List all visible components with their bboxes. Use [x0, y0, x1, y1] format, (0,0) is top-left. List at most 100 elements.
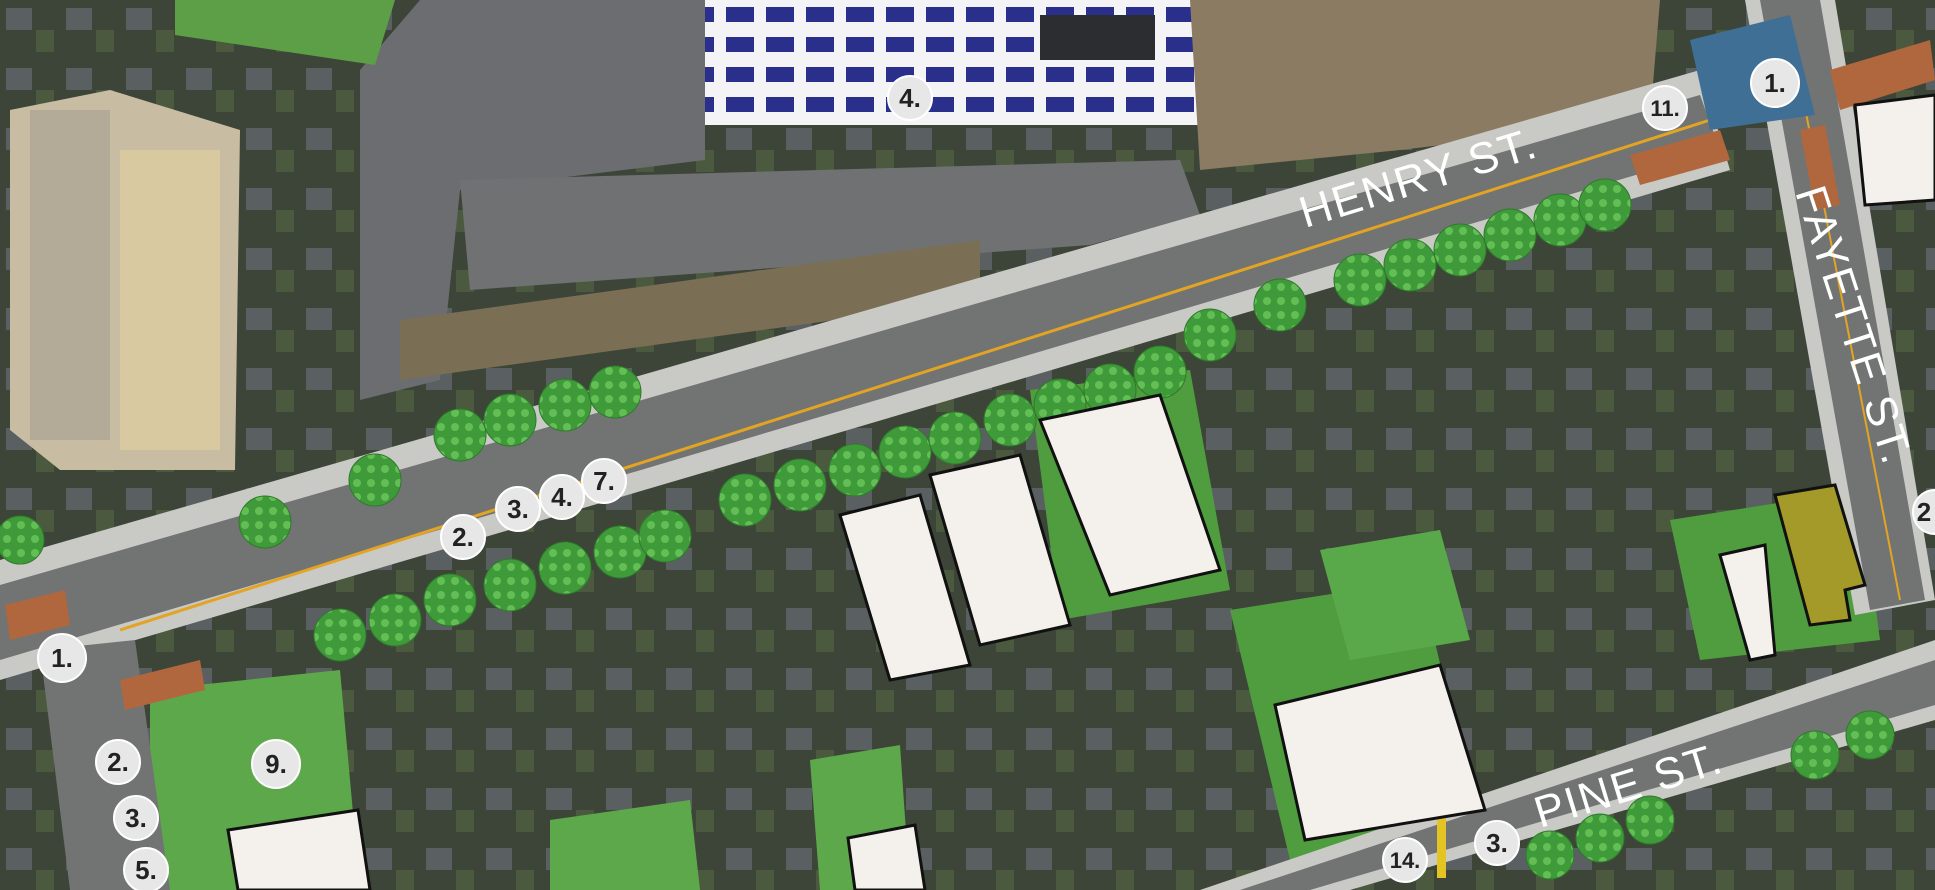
tree-canopy-icon — [1383, 238, 1437, 292]
numbered-marker-icon — [1382, 837, 1428, 883]
green-lot-5 — [550, 800, 700, 890]
numbered-marker-icon — [539, 474, 585, 520]
numbered-marker-icon — [37, 633, 87, 683]
marker-7-henry: 7. — [581, 458, 627, 504]
crosswalk-pine — [1437, 818, 1446, 878]
svg-text:9.: 9. — [265, 749, 287, 779]
tree-canopy-icon — [878, 425, 932, 479]
pine-street-road — [1240, 660, 1935, 890]
tree-canopy-icon — [593, 525, 647, 579]
marker-9-lot: 9. — [251, 739, 301, 789]
marker-2-west: 2. — [95, 739, 141, 785]
svg-text:5.: 5. — [135, 855, 157, 885]
svg-text:3.: 3. — [1486, 828, 1508, 858]
svg-text:11.: 11. — [1650, 96, 1679, 121]
crosswalk-fayette-side — [1800, 125, 1840, 210]
tree-canopy-icon — [1790, 730, 1840, 780]
crosswalk-fayette-top — [1830, 40, 1935, 110]
marker-2-edge: 2 — [1912, 489, 1935, 535]
marker-5-west: 5. — [123, 847, 169, 890]
building-pad — [1718, 543, 1777, 662]
numbered-marker-icon — [251, 739, 301, 789]
building-pads — [226, 93, 1935, 890]
tree-canopy-row-north — [0, 178, 1632, 565]
marker-3-pine: 3. — [1474, 820, 1520, 866]
tree-canopy-icon — [423, 573, 477, 627]
numbered-marker-icon — [581, 458, 627, 504]
tree-canopy-icon — [828, 443, 882, 497]
svg-text:4.: 4. — [899, 83, 921, 113]
svg-text:1.: 1. — [1764, 68, 1786, 98]
svg-text:2.: 2. — [452, 522, 474, 552]
rooftop-structure — [1040, 15, 1155, 60]
marker-2-henry: 2. — [440, 514, 486, 560]
numbered-marker-icon — [113, 795, 159, 841]
tree-canopy-icon — [718, 473, 772, 527]
tree-canopy-icon — [483, 558, 537, 612]
tree-canopy-icon — [433, 408, 487, 462]
tree-canopy-icon — [1433, 223, 1487, 277]
tree-canopy-icon — [1533, 193, 1587, 247]
tree-canopy-row-pine — [1525, 710, 1895, 880]
svg-text:2: 2 — [1917, 497, 1931, 527]
svg-text:1.: 1. — [51, 643, 73, 673]
building-pad — [1037, 393, 1222, 597]
tree-canopy-icon — [238, 495, 292, 549]
marker-4-henry: 4. — [539, 474, 585, 520]
tree-canopy-icon — [1845, 710, 1895, 760]
parking-lot-main — [460, 160, 1200, 290]
tree-canopy-icon — [1483, 208, 1537, 262]
building-pad — [846, 823, 927, 890]
svg-text:7.: 7. — [593, 466, 615, 496]
numbered-marker-icon — [95, 739, 141, 785]
highlighted-parcel — [1773, 483, 1867, 627]
lawn-strip — [400, 240, 980, 380]
numbered-marker-icon — [495, 486, 541, 532]
tree-canopy-icon — [483, 393, 537, 447]
tree-canopy-icon — [1333, 253, 1387, 307]
tree-canopy-icon — [313, 608, 367, 662]
numbered-marker-icon — [887, 75, 933, 121]
building-pad — [1273, 663, 1487, 842]
building-pad — [1853, 93, 1935, 207]
numbered-marker-icon — [1474, 820, 1520, 866]
tree-canopy-icon — [538, 541, 592, 595]
numbered-marker-icon — [1750, 58, 1800, 108]
tree-canopy-icon — [538, 378, 592, 432]
tree-canopy-icon — [983, 393, 1037, 447]
tree-canopy-icon — [1183, 308, 1237, 362]
marker-11-henry: 11. — [1642, 85, 1688, 131]
green-parcel-top — [175, 0, 395, 65]
tree-canopy-icon — [1525, 830, 1575, 880]
tree-canopy-icon — [773, 458, 827, 512]
marker-1-west: 1. — [37, 633, 87, 683]
henry-street-road — [0, 95, 1720, 660]
numbered-marker-icon — [123, 847, 169, 890]
building-pad — [838, 493, 972, 682]
svg-text:3.: 3. — [125, 803, 147, 833]
tree-canopy-icon — [1133, 345, 1187, 399]
svg-text:14.: 14. — [1390, 848, 1421, 873]
crosswalk-west — [5, 590, 70, 640]
fayette-center-line — [1789, 29, 1901, 601]
building-pad — [226, 808, 372, 890]
tree-canopy-icon — [1253, 278, 1307, 332]
tree-canopy-icon — [1578, 178, 1632, 232]
tree-canopy-icon — [348, 453, 402, 507]
tree-canopy-icon — [1575, 813, 1625, 863]
numbered-marker-icon — [1642, 85, 1688, 131]
numbered-marker-icon — [1912, 489, 1935, 535]
svg-text:2.: 2. — [107, 747, 129, 777]
numbered-marker-icon — [440, 514, 486, 560]
tree-canopy-icon — [928, 411, 982, 465]
marker-4-building: 4. — [887, 75, 933, 121]
tree-canopy-icon — [638, 509, 692, 563]
svg-text:3.: 3. — [507, 494, 529, 524]
tree-canopy-icon — [368, 593, 422, 647]
parking-lot-north — [360, 0, 705, 400]
crosswalk-southwest — [120, 660, 205, 710]
marker-14-pine: 14. — [1382, 837, 1428, 883]
svg-text:4.: 4. — [551, 482, 573, 512]
